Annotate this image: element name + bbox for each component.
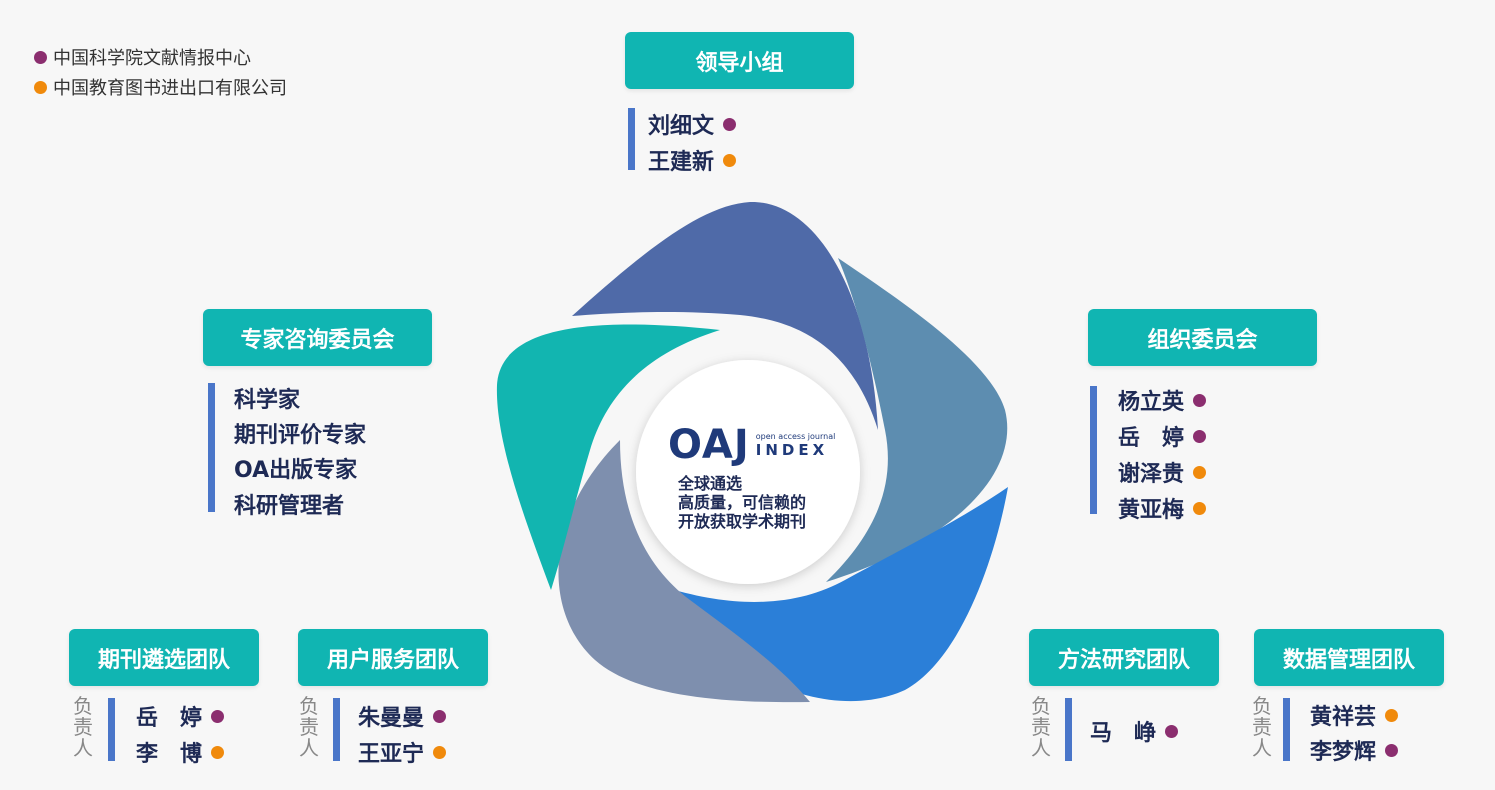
- member-name: 杨立英: [1118, 390, 1185, 415]
- leadership-member-1: 刘细文: [648, 108, 737, 140]
- organizing-member-4: 黄亚梅: [1118, 492, 1207, 524]
- member-dot: [1193, 465, 1207, 479]
- member-dot: [211, 709, 225, 723]
- legend-dot-cnpiec: [34, 80, 47, 94]
- member-dot: [433, 709, 447, 723]
- logo-tagline: open access journal: [755, 431, 836, 441]
- data-mgmt-member-1: 黄祥芸: [1310, 699, 1399, 731]
- user-service-bar: [333, 698, 340, 761]
- member-name: 朱曼曼: [358, 706, 425, 731]
- organizing-member-1: 杨立英: [1118, 384, 1207, 416]
- petal-left: [496, 324, 720, 590]
- expert-item-3: OA出版专家: [234, 458, 358, 483]
- method-box: 方法研究团队: [1029, 629, 1219, 686]
- petal-bottom-left: [558, 440, 810, 703]
- legend-item-cas: 中国科学院文献情报中心: [34, 42, 287, 72]
- member-dot: [723, 153, 737, 167]
- center-circle: [636, 360, 860, 584]
- data-mgmt-responsible-label: 负责人: [1252, 694, 1272, 760]
- organizing-box: 组织委员会: [1088, 309, 1317, 366]
- petal-right: [826, 258, 1008, 582]
- member-name: 岳 婷: [1118, 426, 1185, 451]
- organizing-member-2: 岳 婷: [1118, 420, 1207, 452]
- method-responsible-label: 负责人: [1031, 694, 1051, 760]
- member-dot: [1193, 429, 1207, 443]
- slogan-line-2: 高质量，可信赖的: [678, 493, 807, 512]
- legend-item-cnpiec: 中国教育图书进出口有限公司: [34, 72, 287, 102]
- logo-oaj: OAJ: [668, 422, 750, 468]
- organizing-member-3: 谢泽贵: [1118, 456, 1207, 488]
- leadership-box: 领导小组: [625, 32, 854, 89]
- leadership-member-2: 王建新: [648, 144, 737, 176]
- expert-item-2: 期刊评价专家: [234, 423, 367, 448]
- member-dot: [433, 745, 447, 759]
- legend-dot-cas: [34, 50, 47, 64]
- oaj-logo: OAJ open access journal INDEX: [668, 422, 835, 468]
- data-mgmt-member-2: 李梦辉: [1310, 734, 1399, 766]
- selection-member-2: 李 博: [136, 736, 225, 768]
- member-name: 岳 婷: [136, 706, 203, 731]
- expert-bar: [208, 383, 215, 512]
- user-service-member-2: 王亚宁: [358, 736, 447, 768]
- expert-box: 专家咨询委员会: [203, 309, 432, 366]
- member-name: 李 博: [136, 742, 203, 767]
- member-name: 马 峥: [1090, 721, 1157, 746]
- member-dot: [1385, 743, 1399, 757]
- user-service-member-1: 朱曼曼: [358, 700, 447, 732]
- leadership-bar: [628, 108, 635, 170]
- expert-item-4: 科研管理者: [234, 494, 345, 519]
- data-mgmt-bar: [1283, 698, 1290, 761]
- selection-bar: [108, 698, 115, 761]
- organizing-bar: [1090, 386, 1097, 514]
- member-name: 王建新: [648, 150, 715, 175]
- member-dot: [1385, 708, 1399, 722]
- selection-responsible-label: 负责人: [73, 694, 93, 760]
- member-name: 黄亚梅: [1118, 498, 1185, 523]
- slogan-line-3: 开放获取学术期刊: [678, 512, 807, 531]
- selection-box: 期刊遴选团队: [69, 629, 259, 686]
- member-name: 王亚宁: [358, 742, 425, 767]
- method-member-1: 马 峥: [1090, 715, 1179, 747]
- data-mgmt-box: 数据管理团队: [1254, 629, 1444, 686]
- member-name: 黄祥芸: [1310, 705, 1377, 730]
- member-dot: [1165, 724, 1179, 738]
- method-bar: [1065, 698, 1072, 761]
- legend-label-cas: 中国科学院文献情报中心: [53, 48, 251, 69]
- member-dot: [1193, 393, 1207, 407]
- petal-top: [572, 201, 878, 430]
- member-dot: [1193, 501, 1207, 515]
- logo-index: INDEX: [755, 440, 829, 459]
- legend-label-cnpiec: 中国教育图书进出口有限公司: [53, 78, 287, 99]
- slogan: 全球通选 高质量，可信赖的 开放获取学术期刊: [678, 474, 806, 531]
- member-name: 谢泽贵: [1118, 462, 1185, 487]
- member-name: 刘细文: [648, 114, 715, 139]
- legend: 中国科学院文献情报中心 中国教育图书进出口有限公司: [34, 42, 287, 102]
- expert-item-1: 科学家: [234, 388, 301, 413]
- selection-member-1: 岳 婷: [136, 700, 225, 732]
- user-service-box: 用户服务团队: [298, 629, 488, 686]
- member-dot: [723, 117, 737, 131]
- member-dot: [211, 745, 225, 759]
- user-service-responsible-label: 负责人: [299, 694, 319, 760]
- member-name: 李梦辉: [1310, 740, 1377, 765]
- petal-bottom-right: [668, 487, 1008, 702]
- slogan-line-1: 全球通选: [678, 474, 743, 493]
